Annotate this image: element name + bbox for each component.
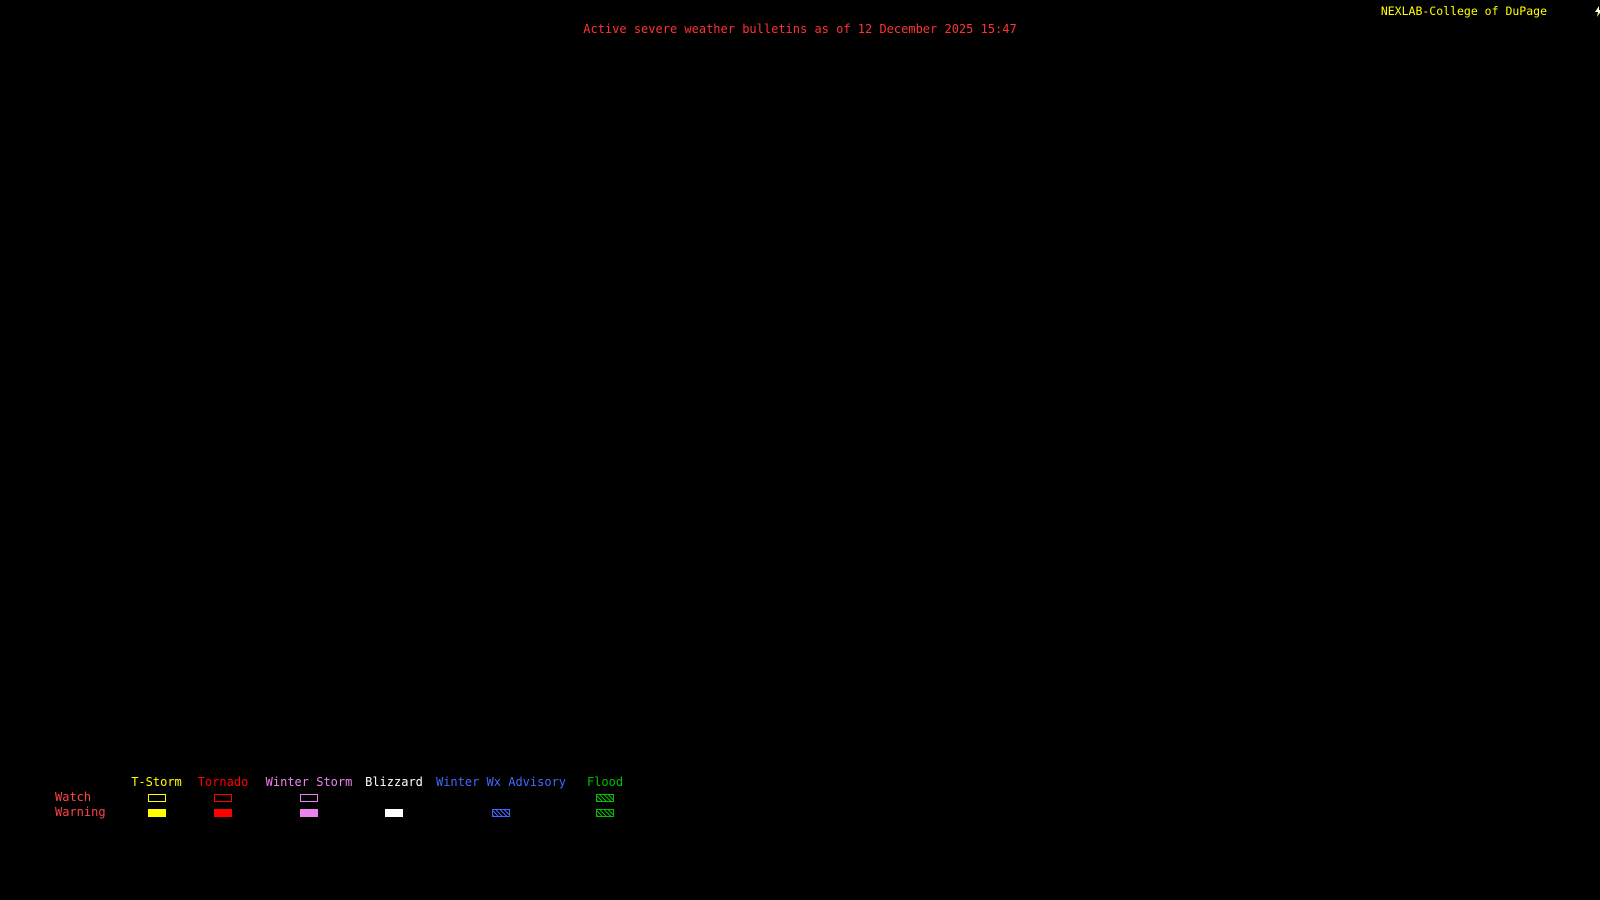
- legend-cell: [360, 808, 428, 817]
- swatch-tstorm-warning: [147, 808, 166, 817]
- legend-header-winter-storm: Winter Storm: [265, 775, 353, 789]
- legend-cell: [188, 808, 258, 817]
- legend-header-blizzard: Blizzard: [365, 775, 423, 789]
- swatch-flood-warning: [596, 808, 614, 817]
- legend-cell: [258, 793, 360, 802]
- legend-cell: [125, 808, 188, 817]
- swatch-tstorm-watch: [147, 793, 166, 802]
- legend-cell: [574, 808, 636, 817]
- legend-row-label-watch: Watch: [55, 790, 92, 804]
- swatch-winter-wx-advisory-warning: [492, 808, 510, 817]
- legend-cell: [258, 808, 360, 817]
- swatch-tornado-watch: [214, 793, 232, 802]
- legend-cell: [125, 793, 188, 802]
- legend-header-tstorm: T-Storm: [131, 775, 182, 789]
- swatch-winter-storm-warning: [300, 808, 318, 817]
- legend-header-flood: Flood: [586, 775, 624, 789]
- lightning-icon: [1551, 5, 1600, 17]
- legend-cell: [428, 808, 574, 817]
- brand-label: NEXLAB-College of DuPage: [1380, 4, 1547, 18]
- legend-cell: [188, 793, 258, 802]
- brand-attribution: NEXLAB-College of DuPage: [1380, 4, 1600, 18]
- swatch-blizzard-warning: [385, 808, 403, 817]
- swatch-flood-watch: [596, 793, 614, 802]
- legend-header-winter-wx-advisory: Winter Wx Advisory: [435, 775, 567, 789]
- legend-header-tornado: Tornado: [197, 775, 249, 789]
- swatch-tornado-warning: [214, 808, 232, 817]
- legend-row-label-warning: Warning: [55, 805, 106, 819]
- legend: T-Storm Tornado Winter Storm Blizzard Wi…: [55, 775, 636, 820]
- legend-cell: [428, 794, 574, 802]
- swatch-winter-storm-watch: [300, 793, 318, 802]
- legend-cell: [360, 794, 428, 802]
- legend-cell: [574, 793, 636, 802]
- page-title: Active severe weather bulletins as of 12…: [583, 22, 1017, 36]
